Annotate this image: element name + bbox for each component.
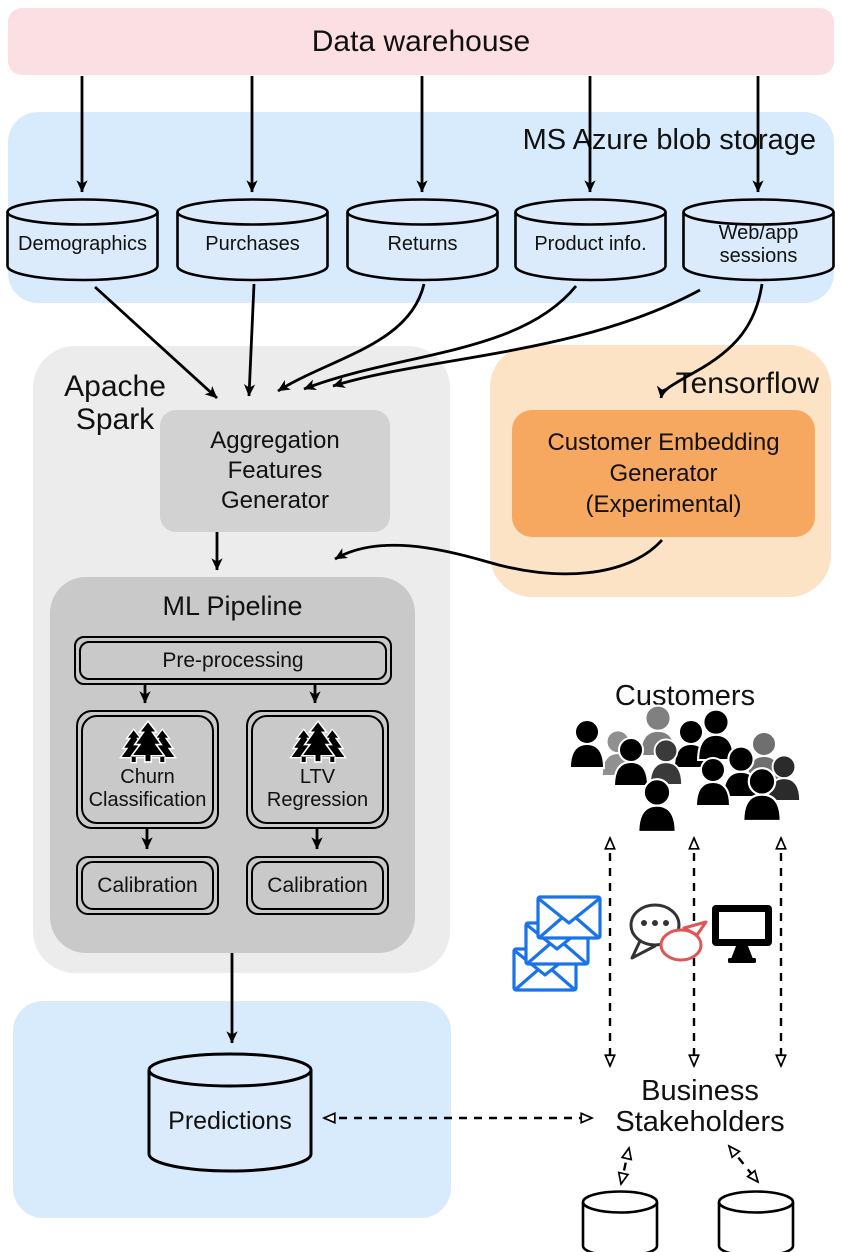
arrow-stakeholders-db-right: [727, 1144, 760, 1184]
ltv-regression-label: LTV Regression: [266, 766, 369, 811]
ml-pipeline-box: ML Pipeline Pre-processing Churn Classif…: [50, 577, 415, 953]
cylinder-label: Purchases: [205, 233, 300, 256]
database-cylinder-icon: [514, 198, 667, 282]
cylinder-product-info: Product info.: [513, 197, 668, 282]
database-cylinder-icon: [682, 198, 835, 282]
azure-blob-storage-label: MS Azure blob storage: [522, 124, 816, 156]
cylinder-label: Returns: [387, 233, 458, 256]
predictions-label: Predictions: [168, 1107, 292, 1135]
cylinder-label: Product info.: [534, 233, 647, 256]
calibration-box-right: Calibration: [246, 856, 389, 915]
churn-classification-label: Churn Classification: [88, 766, 207, 811]
data-warehouse-label: Data warehouse: [311, 24, 531, 58]
customers-label: Customers: [614, 680, 756, 712]
mail-stack-icon: [512, 895, 602, 992]
database-cylinder-icon: [717, 1190, 795, 1252]
cylinder-label: Web/app sessions: [718, 222, 799, 267]
envelope-back: [512, 947, 578, 992]
cylinder-label: Demographics: [18, 233, 147, 256]
pine-trees-icon: [288, 719, 347, 764]
envelope-front: [536, 895, 602, 940]
cylinder-demographics: Demographics: [5, 197, 160, 282]
cylinder-purchases: Purchases: [175, 197, 330, 282]
monitor-icon: [712, 905, 772, 963]
aggregation-features-generator-box: Aggregation Features Generator: [160, 410, 390, 532]
database-cylinder-icon: [6, 198, 159, 282]
pine-trees-icon: [118, 719, 177, 764]
database-cylinder-icon: [346, 198, 499, 282]
tensorflow-label: Tensorflow: [675, 367, 819, 400]
database-cylinder-icon: [176, 198, 329, 282]
cylinder-predictions: Predictions: [146, 1051, 314, 1175]
database-cylinder-icon: [581, 1190, 659, 1252]
chat-bubble-dark: [629, 903, 681, 947]
cylinder-web-app-sessions: Web/app sessions: [681, 197, 836, 282]
ltv-regression-box: LTV Regression: [246, 710, 389, 829]
customer-embedding-generator-label: Customer Embedding Generator (Experiment…: [547, 428, 780, 519]
calibration-box-left: Calibration: [76, 856, 219, 915]
chat-bubbles-icon: [629, 903, 708, 962]
business-stakeholders-label: Business Stakeholders: [615, 1075, 785, 1139]
calibration-label: Calibration: [97, 873, 198, 897]
aggregation-features-generator-label: Aggregation Features Generator: [210, 427, 340, 514]
chat-dot: [663, 920, 669, 926]
calibration-label: Calibration: [267, 873, 368, 897]
chat-tail-dark: [630, 939, 657, 960]
chat-dot: [641, 920, 647, 926]
churn-classification-box: Churn Classification: [76, 710, 219, 829]
chat-dot: [652, 920, 658, 926]
ml-pipeline-title: ML Pipeline: [162, 591, 303, 621]
envelope-middle: [524, 921, 590, 966]
chat-bubble-red: [659, 928, 703, 962]
arrow-stakeholders-db-left: [617, 1145, 633, 1187]
preprocessing-label: Pre-processing: [162, 648, 304, 672]
data-warehouse-box: Data warehouse: [8, 8, 834, 75]
customers-crowd-icon: [569, 704, 802, 834]
chat-tail-red: [682, 920, 708, 937]
customer-embedding-generator-box: Customer Embedding Generator (Experiment…: [512, 410, 815, 537]
stakeholder-databases: [581, 1190, 795, 1252]
preprocessing-box: Pre-processing: [74, 636, 392, 685]
cylinder-returns: Returns: [345, 197, 500, 282]
database-cylinder-icon: [147, 1052, 313, 1173]
